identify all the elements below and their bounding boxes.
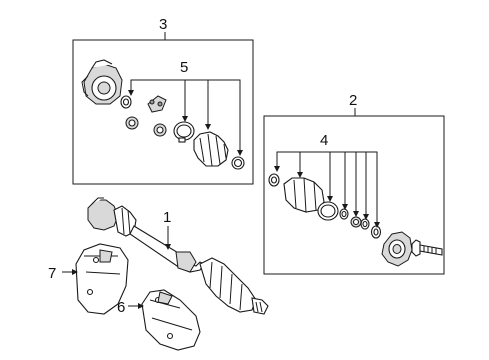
inner-race <box>125 116 167 137</box>
callout-6[interactable]: 6 <box>117 299 125 316</box>
callout-4-leaders <box>274 151 380 228</box>
callout-3[interactable]: 3 <box>159 16 167 33</box>
cv-boot-outer <box>193 131 229 167</box>
callout-4[interactable]: 4 <box>320 132 328 149</box>
spacer-ring <box>350 216 362 228</box>
callout-7[interactable]: 7 <box>48 265 56 282</box>
callout-5-leaders <box>128 79 243 156</box>
callout-6-arrow <box>138 303 144 309</box>
boot-clamp-small-a <box>231 156 245 170</box>
heat-shield-lower <box>141 289 201 351</box>
callout-7-arrow <box>72 269 78 275</box>
drive-axle-assembly <box>87 197 269 315</box>
circlip-small-b <box>339 208 349 220</box>
boot-clamp-large-a <box>173 121 195 143</box>
boot-clamp-large-b <box>317 201 339 221</box>
circlip-small-a <box>120 95 132 109</box>
callout-2[interactable]: 2 <box>349 92 357 109</box>
heat-shield-upper <box>75 243 129 315</box>
dished-washer <box>370 225 382 239</box>
boot-clamp-small-b <box>268 173 280 187</box>
ball-cage <box>147 95 167 113</box>
callout-1[interactable]: 1 <box>163 209 171 226</box>
callout-1-arrow <box>165 244 171 250</box>
callout-5[interactable]: 5 <box>180 59 188 76</box>
group-3-outer-joint-kit: 3 <box>72 16 254 185</box>
joint-bolt <box>411 239 443 257</box>
outer-cv-joint-housing <box>81 59 123 105</box>
group-2-inner-joint-kit: 2 <box>263 92 445 275</box>
inner-cv-joint <box>381 231 413 267</box>
circlip-small-c <box>360 218 370 230</box>
